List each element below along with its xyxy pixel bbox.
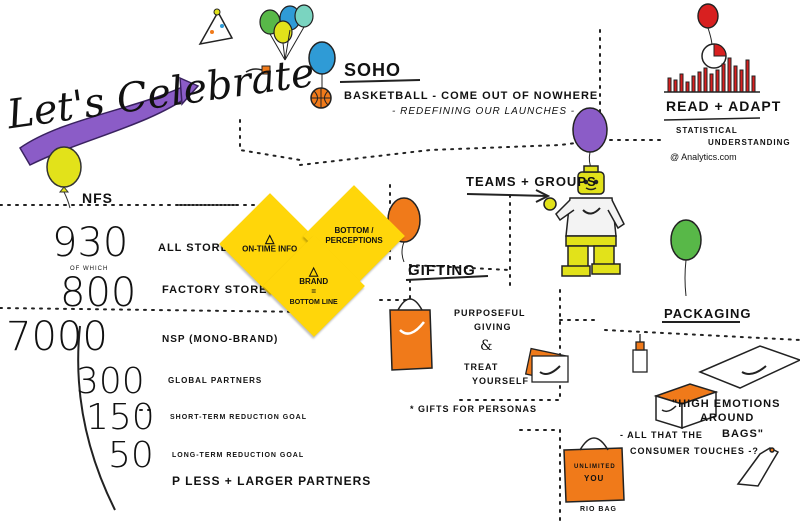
stat-label-long-term: Long-Term Reduction Goal bbox=[172, 452, 305, 459]
soho-line2: - Redefining Our Launches - bbox=[392, 106, 576, 117]
pie-chart-icon bbox=[701, 43, 727, 69]
gifting-amp: & bbox=[480, 338, 493, 354]
packaging-quote2: Around bbox=[700, 412, 755, 424]
gifting-treat2: Yourself bbox=[472, 376, 530, 386]
gifting-treat1: Treat bbox=[464, 362, 499, 372]
nfs-label: NFS bbox=[82, 190, 113, 206]
pointing-hand-icon bbox=[736, 447, 780, 487]
soho-title: SOHO bbox=[344, 60, 402, 80]
stat-label-nsp: NSP (Mono-Brand) bbox=[162, 334, 279, 345]
stat-number-930: 930 bbox=[52, 220, 129, 266]
gift-cards-icon bbox=[524, 347, 569, 383]
partners-footer: P Less + Larger Partners bbox=[172, 474, 372, 488]
gifting-footer: * Gifts for Personas bbox=[410, 404, 538, 414]
stat-number-150: 150 bbox=[86, 397, 155, 438]
orange-bag-icon bbox=[389, 298, 433, 371]
stat-number-50: 50 bbox=[108, 435, 154, 476]
blue-balloon bbox=[308, 41, 336, 88]
read-adapt-sub1: Statistical bbox=[676, 126, 738, 135]
lego-figure bbox=[543, 165, 625, 277]
stat-label-factory-stores: Factory Stores bbox=[162, 284, 276, 296]
basketball bbox=[310, 87, 332, 109]
triangle-icon: △ bbox=[265, 231, 275, 246]
stat-label-short-term: Short-Term Reduction Goal bbox=[170, 414, 307, 421]
packaging-quote3: Bags" bbox=[722, 428, 764, 440]
read-adapt-sub2: Understanding bbox=[708, 138, 791, 147]
rio-bag-label: Rio Bag bbox=[580, 506, 617, 513]
red-balloon bbox=[697, 3, 719, 47]
packaging-quote1: "High Emotions bbox=[672, 398, 781, 410]
rio-bag-icon bbox=[563, 437, 625, 503]
soho-line1: Basketball - Come out of Nowhere bbox=[344, 90, 599, 102]
packaging-touches1: - All That The bbox=[620, 430, 703, 440]
gifting-purposeful1: Purposeful bbox=[454, 308, 526, 318]
green-balloon bbox=[670, 219, 702, 297]
rio-bag-text1: Unlimited bbox=[574, 464, 616, 470]
analytics-link: @ Analytics.com bbox=[670, 152, 737, 162]
read-adapt-title: Read + Adapt bbox=[666, 98, 782, 114]
stat-label-global-partners: Global Partners bbox=[168, 376, 263, 385]
packaging-title: Packaging bbox=[664, 306, 752, 321]
triangle-icon: △ bbox=[309, 263, 319, 278]
rio-bag-text2: You bbox=[584, 474, 605, 483]
stat-label-all-stores: All Stores bbox=[158, 242, 238, 254]
yellow-balloon bbox=[46, 146, 82, 209]
purple-balloon bbox=[572, 107, 608, 171]
glue-bottle-icon bbox=[632, 334, 648, 373]
party-blower bbox=[245, 65, 271, 75]
shoe-box-icon bbox=[653, 383, 719, 430]
balloon-bunch bbox=[259, 4, 314, 61]
gifting-title: Gifting bbox=[408, 262, 476, 279]
gifting-purposeful2: Giving bbox=[474, 322, 512, 332]
stat-number-800: 800 bbox=[60, 270, 137, 316]
stat-number-300: 300 bbox=[76, 361, 145, 402]
stat-number-7000: 7000 bbox=[6, 314, 108, 360]
of-which-note: of which bbox=[70, 266, 109, 272]
bar-chart-icon bbox=[664, 57, 760, 93]
packaging-touches2: Consumer Touches -? bbox=[630, 446, 759, 456]
party-hat bbox=[198, 8, 234, 46]
mailer-envelope-icon bbox=[698, 345, 800, 389]
teams-title: Teams + Groups bbox=[466, 174, 597, 189]
